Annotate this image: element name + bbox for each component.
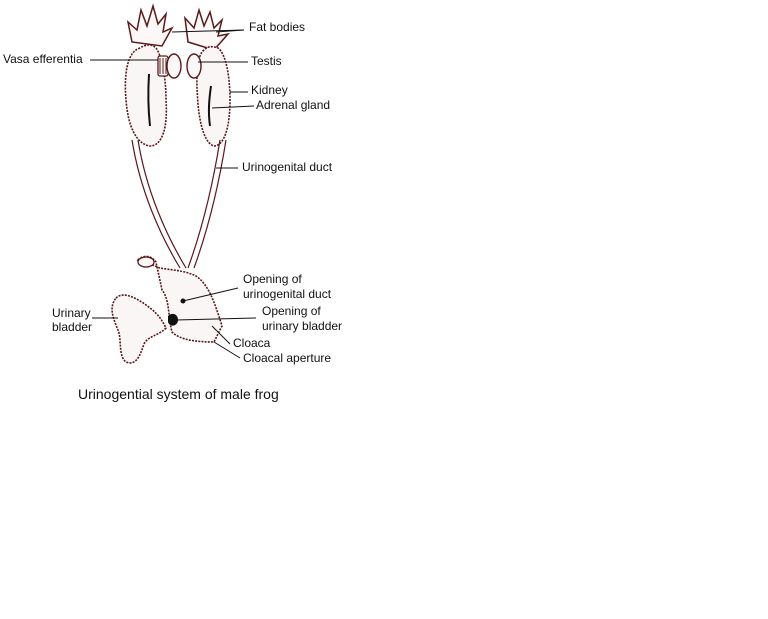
label-fat-bodies: Fat bodies (249, 20, 305, 34)
cloaca (136, 255, 223, 343)
label-urinogenital-duct: Urinogenital duct (242, 160, 333, 174)
label-vasa-efferentia: Vasa efferentia (3, 52, 83, 66)
urinary-bladder (111, 294, 167, 364)
testis-left (157, 53, 182, 79)
label-kidney: Kidney (251, 83, 288, 97)
fat-body-right (183, 7, 231, 51)
figure-caption: Urinogential system of male frog (78, 386, 279, 402)
label-opening-ug-duct-1: Opening of (243, 272, 302, 286)
label-cloacal-aperture: Cloacal aperture (243, 351, 331, 365)
label-opening-ug-duct-2: urinogenital duct (243, 287, 332, 301)
label-urinary-bladder-1: Urinary (52, 306, 91, 320)
kidney-left (124, 44, 168, 147)
label-cloaca: Cloaca (233, 336, 271, 350)
kidney-right (196, 45, 231, 147)
testis-right (186, 53, 202, 79)
label-urinary-bladder-2: bladder (52, 320, 92, 334)
label-opening-bladder-2: urinary bladder (262, 319, 342, 333)
leader-lines (90, 29, 257, 359)
label-testis: Testis (251, 54, 282, 68)
fat-body-left (126, 3, 174, 47)
label-opening-bladder-1: Opening of (262, 304, 321, 318)
urinogenital-ducts (131, 139, 227, 269)
label-adrenal-gland: Adrenal gland (256, 98, 330, 112)
